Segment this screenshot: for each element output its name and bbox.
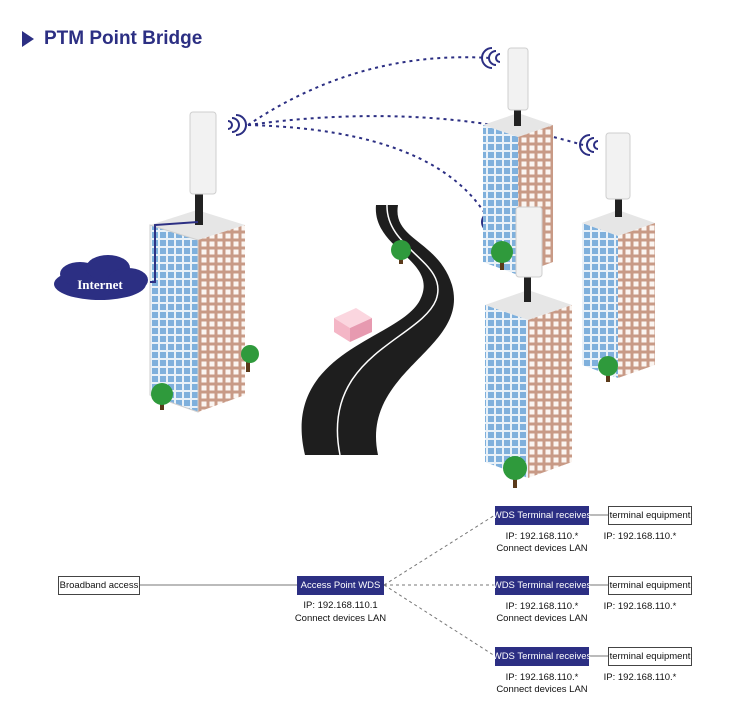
internet-cloud-icon: [54, 255, 148, 300]
wds-terminal-box: WDS Terminal receives: [493, 576, 591, 595]
road: [301, 204, 454, 456]
van-icon: [334, 308, 372, 342]
wds-terminal-lan: Connect devices LAN: [496, 543, 588, 554]
antenna-left: [189, 111, 217, 225]
wireless-link-1: [247, 56, 491, 126]
tree-icon: [151, 345, 259, 410]
access-point-ip: IP: 192.168.110.1: [303, 600, 378, 611]
wds-terminal-box: WDS Terminal receives: [493, 506, 591, 525]
terminal-equipment-ip: IP: 192.168.110.*: [603, 672, 677, 683]
signal-wave-icon: [481, 47, 501, 69]
access-point-lan: Connect devices LAN: [294, 613, 387, 624]
antenna-remote-3: [515, 206, 543, 302]
terminal-equipment-ip: IP: 192.168.110.*: [603, 601, 677, 612]
internet-cable: [150, 221, 199, 283]
topology-lines: [140, 514, 608, 657]
terminal-equipment-ip: IP: 192.168.110.*: [603, 531, 677, 542]
terminal-equipment-box: terminal equipment: [608, 506, 692, 525]
tree-icon: [391, 240, 411, 264]
wds-terminal-ip: IP: 192.168.110.*: [505, 531, 579, 542]
wds-terminal-box: WDS Terminal receives: [493, 647, 591, 666]
wds-terminal-lan: Connect devices LAN: [496, 684, 588, 695]
building-remote-2: [582, 210, 655, 378]
broadband-access-box: Broadband access: [58, 576, 140, 595]
terminal-equipment-box: terminal equipment: [608, 647, 692, 666]
antenna-remote-1: [507, 47, 529, 126]
link-ap-to-terminal-1: [383, 514, 496, 586]
tree-icon: [491, 241, 527, 488]
terminal-equipment-box: terminal equipment: [608, 576, 692, 595]
page-title: PTM Point Bridge: [22, 28, 202, 50]
signal-wave-icon: [227, 114, 247, 136]
wds-terminal-lan: Connect devices LAN: [496, 613, 588, 624]
title-arrow-icon: [22, 31, 34, 47]
wireless-link-3: [247, 124, 491, 223]
building-left: [149, 210, 245, 413]
wds-terminal-ip: IP: 192.168.110.*: [505, 601, 579, 612]
title-text: PTM Point Bridge: [44, 28, 203, 49]
antenna-remote-2: [605, 132, 631, 217]
access-point-box: Access Point WDS: [297, 576, 384, 595]
building-remote-3: [485, 290, 572, 478]
signal-wave-icon: [579, 134, 599, 156]
internet-label: Internet: [77, 277, 123, 292]
link-ap-to-terminal-3: [383, 584, 496, 657]
tree-icon: [598, 356, 618, 382]
wds-terminal-ip: IP: 192.168.110.*: [505, 672, 579, 683]
